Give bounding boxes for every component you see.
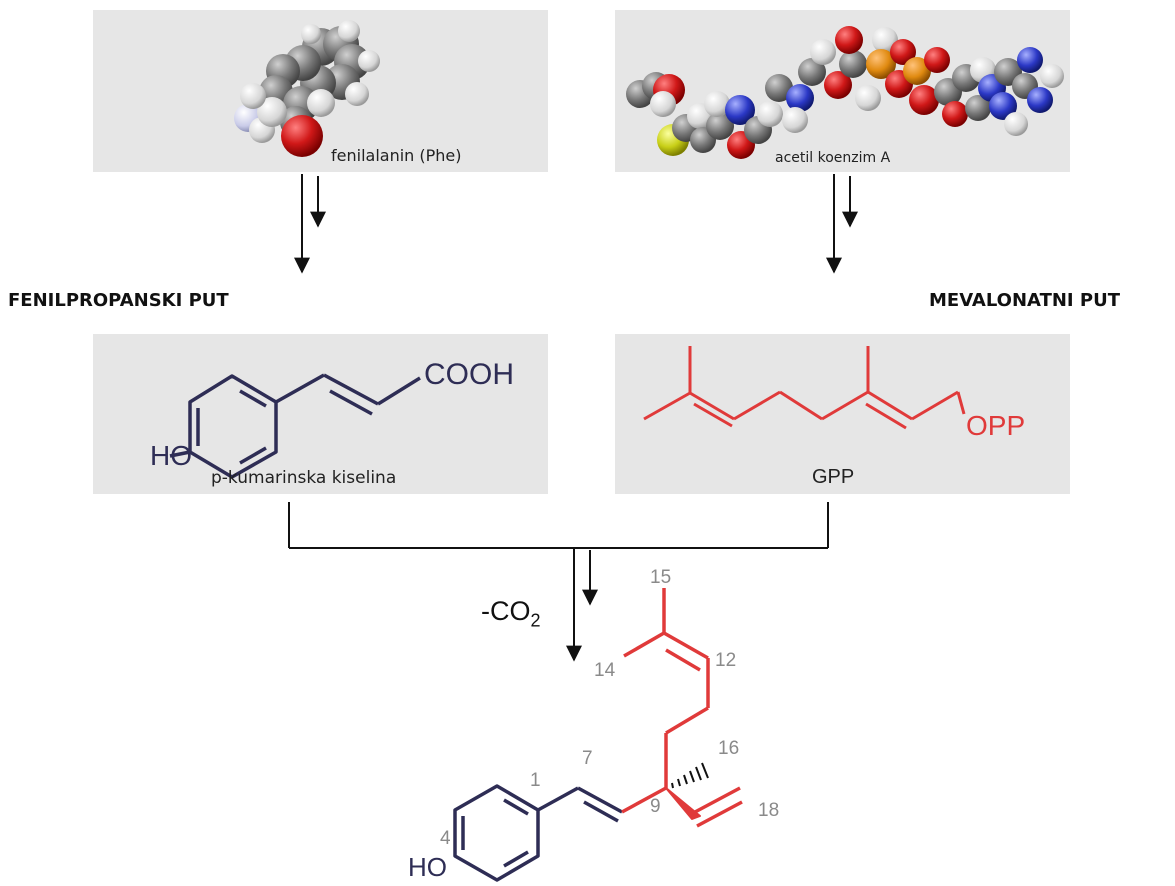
gpp-opp-group: OPP (966, 410, 1026, 441)
atom-number-7: 7 (582, 748, 593, 769)
coumaric-acid-structure (169, 373, 421, 479)
phenylpropanoid-pathway-label: FENILPROPANSKI PUT (8, 290, 229, 311)
arrows-right (826, 174, 858, 274)
gpp-label: GPP (812, 466, 855, 488)
product-structure (453, 588, 743, 882)
atom-number-14: 14 (594, 660, 616, 681)
atom-number-12: 12 (715, 650, 737, 671)
atom-number-16: 16 (718, 738, 740, 759)
atom-number-4: 4 (440, 828, 451, 849)
acetyl-coa-label: acetil koenzim A (775, 150, 891, 166)
product-hydroxyl: HO (408, 852, 447, 882)
coumaric-acid-panel (93, 334, 548, 494)
atom-number-9: 9 (650, 796, 661, 817)
coumaric-hydroxyl: HO (150, 440, 192, 471)
co2-loss-label: -CO2 (481, 596, 541, 631)
merge-bracket (288, 502, 829, 662)
atom-number-18: 18 (758, 800, 780, 821)
acetyl-coa-model (626, 26, 1064, 159)
arrows-left (294, 174, 326, 274)
atom-number-15: 15 (650, 567, 672, 588)
coumaric-cooh-group: COOH (424, 358, 514, 391)
phenylalanine-model (234, 20, 380, 157)
atom-number-1: 1 (530, 770, 541, 791)
co2-prefix: -CO (481, 596, 531, 626)
phenylalanine-label: fenilalanin (Phe) (331, 146, 462, 165)
co2-subscript: 2 (530, 610, 541, 631)
gpp-structure (643, 346, 966, 430)
mevalonate-pathway-label: MEVALONATNI PUT (929, 290, 1120, 311)
coumaric-acid-label: p-kumarinska kiselina (211, 468, 397, 488)
